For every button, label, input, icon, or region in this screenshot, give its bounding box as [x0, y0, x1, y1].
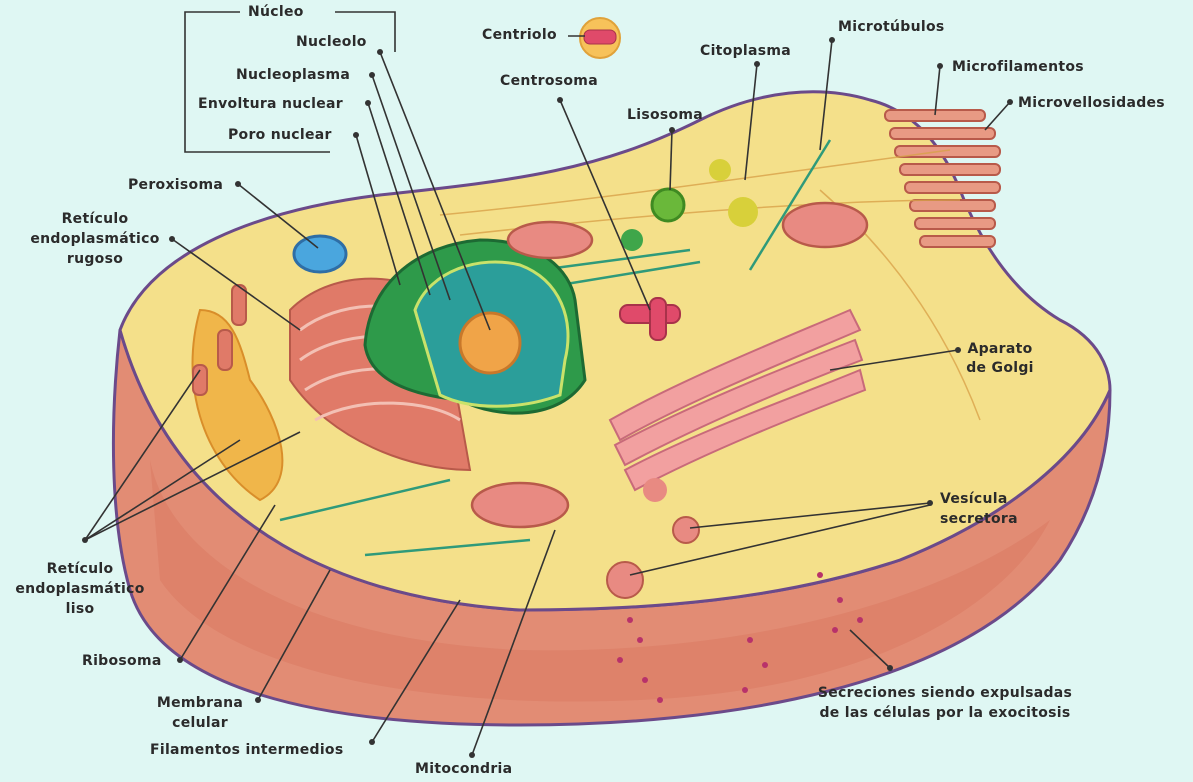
label-peroxisoma: Peroxisoma: [128, 176, 223, 194]
label-centrosoma: Centrosoma: [500, 72, 598, 90]
label-membrana-line2: celular: [150, 714, 250, 732]
label-citoplasma: Citoplasma: [700, 42, 791, 60]
label-secreciones-line2: de las células por la exocitosis: [790, 704, 1100, 722]
label-membrana-line1: Membrana: [150, 694, 250, 712]
label-nucleo: Núcleo: [248, 3, 304, 21]
label-vesicula-line2: secretora: [940, 510, 1018, 528]
label-golgi-line1: Aparato: [955, 340, 1045, 358]
label-secreciones-line1: Secreciones siendo expulsadas: [790, 684, 1100, 702]
label-poro-nuclear: Poro nuclear: [228, 126, 332, 144]
label-nucleoplasma: Nucleoplasma: [236, 66, 350, 84]
label-vesicula-line1: Vesícula: [940, 490, 1008, 508]
label-rer-line2: endoplasmático: [20, 230, 170, 248]
label-rel-line3: liso: [0, 600, 160, 618]
label-centriolo: Centriolo: [482, 26, 557, 44]
centriole-rod: [584, 30, 616, 44]
lysosome-shape: [652, 189, 684, 221]
label-mitocondria: Mitocondria: [415, 760, 512, 778]
label-lisosoma: Lisosoma: [627, 106, 703, 124]
nucleolus-shape: [460, 313, 520, 373]
label-filamentos-intermedios: Filamentos intermedios: [150, 741, 344, 759]
label-rel-line1: Retículo: [0, 560, 160, 578]
label-microfilamentos: Microfilamentos: [952, 58, 1084, 76]
label-rel-line2: endoplasmático: [0, 580, 160, 598]
label-nucleolo: Nucleolo: [296, 33, 367, 51]
peroxisome-shape: [294, 236, 346, 272]
label-golgi-line2: de Golgi: [955, 359, 1045, 377]
label-microtubulos: Microtúbulos: [838, 18, 945, 36]
label-rer-line1: Retículo: [20, 210, 170, 228]
label-envoltura-nuclear: Envoltura nuclear: [198, 95, 343, 113]
secretory-vesicle-shape: [673, 517, 699, 543]
label-microvellosidades: Microvellosidades: [1018, 94, 1165, 112]
label-rer-line3: rugoso: [20, 250, 170, 268]
label-ribosoma: Ribosoma: [82, 652, 162, 670]
